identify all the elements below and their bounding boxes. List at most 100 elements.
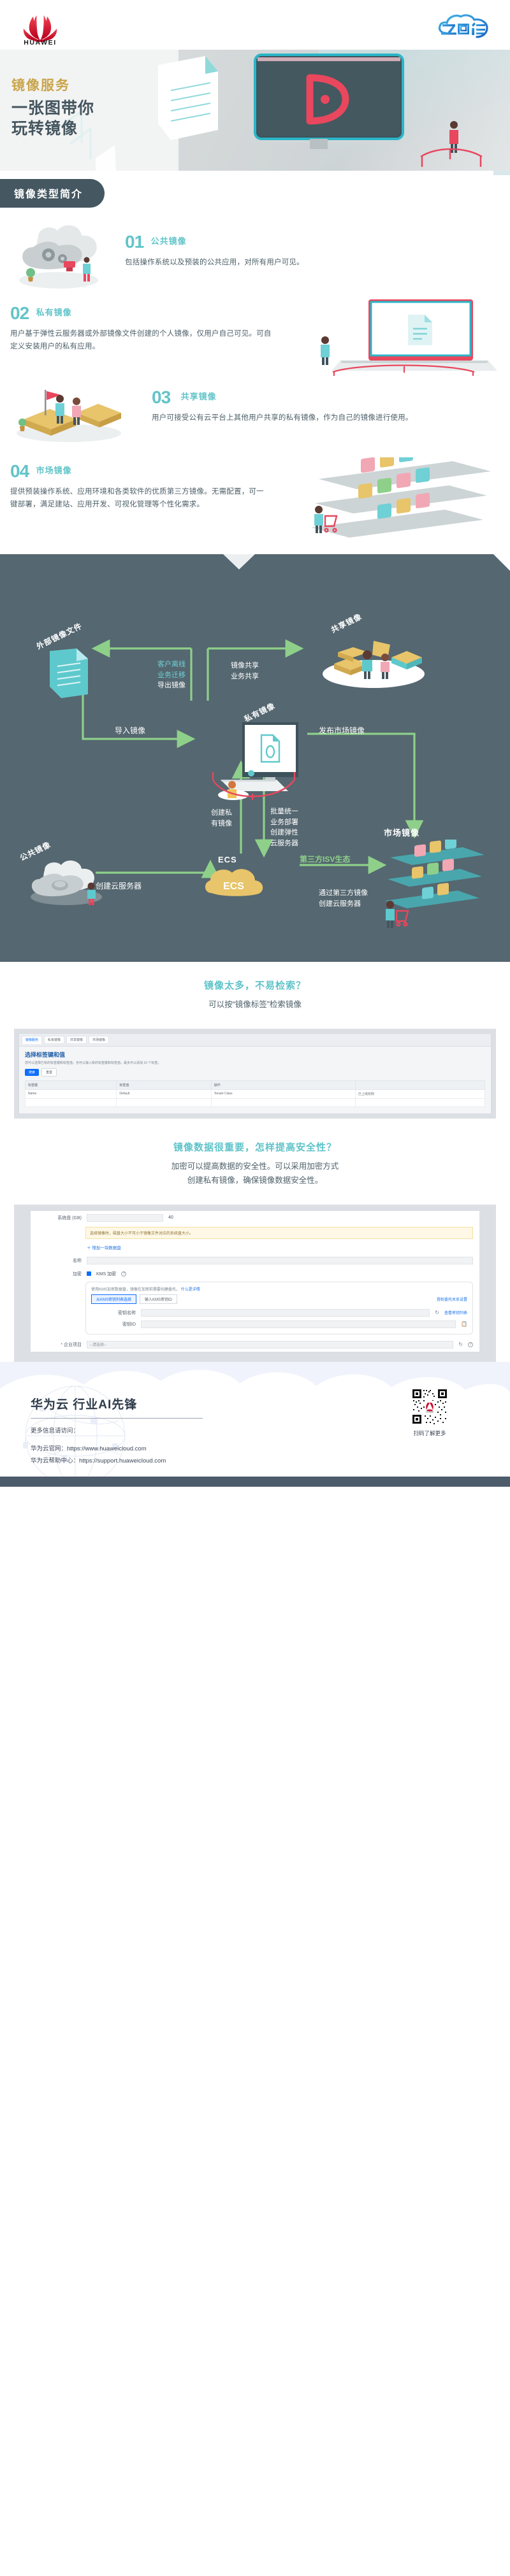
image-type-number: 03 bbox=[152, 387, 171, 407]
input-name[interactable] bbox=[87, 1256, 473, 1264]
btn-input-kms-id[interactable]: 输入KMS密钥ID bbox=[140, 1294, 178, 1304]
section-banner-label: 镜像类型简介 bbox=[0, 179, 105, 208]
field-enterprise-project[interactable]: * 企业项目 --请选择-- ↻ ? bbox=[31, 1338, 479, 1352]
input-system-disk[interactable] bbox=[87, 1213, 163, 1222]
col-extra bbox=[354, 1080, 486, 1090]
flow-edge-label-export: 客户离线 业务迁移 导出镜像 bbox=[157, 661, 186, 689]
cell-default: Default bbox=[116, 1089, 212, 1099]
add-data-disk-row[interactable]: ＋ 增加一块数据盘 bbox=[31, 1241, 479, 1254]
footer-divider bbox=[31, 1417, 203, 1419]
image-type-row: 03 共享镜像 用户可接受公有云平台上其他用户共享的私有镜像，作为自己的镜像进行… bbox=[0, 378, 510, 454]
console-tag-screenshot: 镜像服务 私有镜像 共享镜像 市场镜像 选择标签键和值 您可以选择已有的标签键和… bbox=[14, 1028, 496, 1119]
field-encrypt[interactable]: 加密 KMS 加密 ? bbox=[31, 1268, 479, 1278]
enterprise-project-value: --请选择-- bbox=[90, 1343, 106, 1348]
tag-search-button[interactable]: 搜索 bbox=[25, 1068, 40, 1076]
flow-edge-label-import: 导入镜像 bbox=[115, 726, 146, 735]
private-image-icon bbox=[203, 719, 302, 812]
label-key-name: 密钥名称 bbox=[118, 1310, 136, 1315]
marketplace-shelf-icon bbox=[300, 441, 504, 543]
field-name[interactable]: 名称 bbox=[31, 1254, 479, 1268]
image-type-desc: 包括操作系统以及预装的公共应用，对所有用户可见。 bbox=[125, 259, 304, 266]
infographic-page: HUAWEI bbox=[0, 0, 510, 1487]
tab-market-image[interactable]: 市场镜像 bbox=[89, 1035, 110, 1044]
add-data-disk-link[interactable]: ＋ 增加一块数据盘 bbox=[87, 1245, 121, 1250]
footer-site-url[interactable]: https://www.huaweicloud.com bbox=[67, 1445, 147, 1453]
tag-dialog-title: 选择标签键和值 bbox=[25, 1051, 66, 1058]
image-type-title: 公共镜像 bbox=[150, 236, 187, 246]
huawei-logo-icon bbox=[17, 14, 63, 45]
help-icon[interactable]: ? bbox=[468, 1342, 473, 1347]
footer-content: 华为云 行业AI先锋 更多信息请访问： 华为云官网：https://www.hu… bbox=[0, 1362, 510, 1468]
hero-title-line1: 一张图带你 bbox=[11, 99, 95, 118]
footer-help-label: 华为云帮助中心： bbox=[31, 1457, 80, 1464]
image-type-row: 04 市场镜像 提供预装操作系统、应用环境和各类软件的优质第三方镜像。无需配置，… bbox=[0, 441, 510, 543]
col-tag-key: 标签键 bbox=[24, 1080, 117, 1090]
tab-image-service[interactable]: 镜像服务 bbox=[22, 1035, 43, 1044]
label-key-id: 密钥ID bbox=[122, 1322, 136, 1327]
tag-table: 标签键 标签值 操作 Name Default Tenant Class 已上线… bbox=[24, 1080, 486, 1107]
flow-edge-label-isv: 第三方ISV生态 bbox=[300, 855, 351, 864]
footer-help-line: 华为云帮助中心：https://support.huaweicloud.com bbox=[31, 1456, 510, 1468]
select-enterprise-project[interactable]: --请选择-- bbox=[87, 1340, 454, 1349]
checkbox-kms-encrypt[interactable] bbox=[87, 1271, 91, 1277]
refresh-icon[interactable]: ↻ bbox=[458, 1342, 463, 1348]
image-type-row: 02 私有镜像 用户基于弹性云服务器或外部镜像文件创建的个人镜像，仅用户自己可见… bbox=[0, 297, 510, 378]
copy-icon[interactable]: 📋 bbox=[461, 1321, 467, 1327]
btn-select-kms-key[interactable]: 从KMS密钥列表选择 bbox=[91, 1294, 137, 1304]
hero-banner: 镜像服务 一张图带你 玩转镜像 bbox=[0, 50, 510, 171]
flow-edge-label-create-private: 创建私 有镜像 bbox=[211, 809, 232, 827]
qr-code[interactable]: HUAWEI bbox=[411, 1387, 449, 1426]
svg-text:HUAWEI: HUAWEI bbox=[426, 1410, 434, 1413]
field-key-name[interactable]: 密钥名称 ↻ 查看密钥列表 bbox=[91, 1307, 467, 1319]
hero-title-line2: 玩转镜像 bbox=[11, 120, 78, 138]
select-key-name[interactable] bbox=[141, 1308, 430, 1317]
table-row[interactable] bbox=[24, 1098, 486, 1107]
help-icon[interactable]: ? bbox=[121, 1271, 127, 1277]
table-row[interactable]: Name Default Tenant Class 已上线实例 bbox=[24, 1089, 486, 1099]
image-type-title: 私有镜像 bbox=[36, 308, 72, 317]
tab-private-image[interactable]: 私有镜像 bbox=[44, 1035, 65, 1044]
footer-bottom-bar bbox=[0, 1476, 510, 1487]
label-enterprise-project: * 企业项目 bbox=[61, 1342, 82, 1347]
svg-text:ECS: ECS bbox=[223, 881, 244, 892]
footer-more-label: 更多信息请访问： bbox=[31, 1427, 80, 1435]
col-tag-value: 标签值 bbox=[116, 1080, 212, 1090]
external-file-icon bbox=[46, 647, 93, 705]
label-name: 名称 bbox=[73, 1258, 82, 1263]
tab-shared-image[interactable]: 共享镜像 bbox=[66, 1035, 87, 1044]
image-type-number: 04 bbox=[10, 461, 29, 481]
cloud-gear-icon bbox=[9, 222, 124, 296]
flow-edge-label-publish: 发布市场镜像 bbox=[319, 726, 365, 735]
cell-name: Name bbox=[24, 1089, 117, 1099]
image-type-desc: 用户基于弹性云服务器或外部镜像文件创建的个人镜像，仅用户自己可见。可自定义安装用… bbox=[10, 330, 272, 350]
kms-note-link[interactable]: 什么是详情 bbox=[180, 1287, 200, 1292]
cell-status: 已上线实例 bbox=[354, 1089, 486, 1099]
footer-section: 华为云 行业AI先锋 更多信息请访问： 华为云官网：https://www.hu… bbox=[0, 1361, 510, 1477]
refresh-icon[interactable]: ↻ bbox=[435, 1310, 439, 1316]
top-bar: HUAWEI bbox=[0, 0, 510, 50]
image-type-desc: 提供预装操作系统、应用环境和各类软件的优质第三方镜像。无需配置，可一键部署，满足… bbox=[10, 488, 264, 508]
table-header-row: 标签键 标签值 操作 bbox=[24, 1080, 486, 1090]
kms-note: 使用KMS加密数据盘，镜像在加密前需要创建委托， bbox=[91, 1287, 180, 1292]
market-image-icon bbox=[380, 840, 491, 938]
image-type-row: 01 公共镜像 包括操作系统以及预装的公共应用，对所有用户可见。 bbox=[0, 219, 510, 297]
flow-node-label-ecs: ECS bbox=[218, 855, 237, 864]
footer-cloud-decoration bbox=[0, 1370, 510, 1477]
image-type-number: 02 bbox=[10, 303, 29, 323]
footer-help-url[interactable]: https://support.huaweicloud.com bbox=[79, 1457, 166, 1464]
label-system-disk: 系统盘 (GB) bbox=[57, 1215, 82, 1220]
delegation-link[interactable]: 授权委托关系设置 bbox=[436, 1298, 467, 1302]
flow-edge-label-batch-deploy: 批量统一 业务部署 创建弹性 云服务器 bbox=[270, 808, 298, 847]
image-type-title: 共享镜像 bbox=[180, 392, 217, 401]
image-type-text: 01 公共镜像 包括操作系统以及预装的公共应用，对所有用户可见。 bbox=[125, 233, 495, 269]
field-system-disk[interactable]: 系统盘 (GB) 40 bbox=[31, 1211, 479, 1225]
view-key-list-link[interactable]: 查看密钥列表 bbox=[444, 1312, 467, 1316]
callout-tag-subtitle: 可以按“镜像标签”检索镜像 bbox=[208, 1000, 302, 1009]
console-tab-bar[interactable]: 镜像服务 私有镜像 共享镜像 市场镜像 bbox=[19, 1033, 491, 1047]
image-type-text: 03 共享镜像 用户可接受公有云平台上其他用户共享的私有镜像，作为自己的镜像进行… bbox=[152, 389, 496, 425]
hero-eyebrow: 镜像服务 bbox=[11, 78, 70, 93]
shared-stack-icon bbox=[8, 380, 135, 449]
callout-tag-title: 镜像太多，不易检索？ bbox=[203, 980, 306, 991]
image-lifecycle-diagram: 外部镜像文件 客户离线 业务迁移 导出镜像 镜像共享 业务共享 共享镜像 bbox=[0, 554, 510, 962]
tag-reset-button[interactable]: 重置 bbox=[41, 1068, 57, 1077]
